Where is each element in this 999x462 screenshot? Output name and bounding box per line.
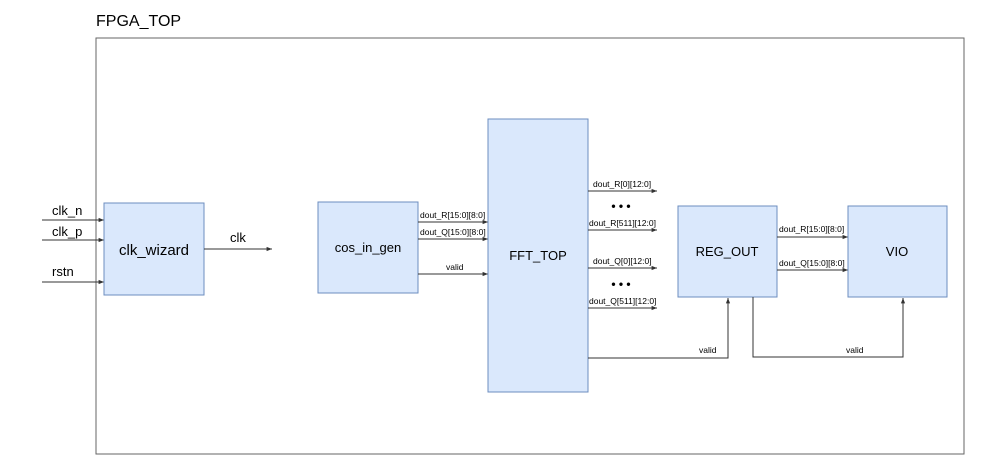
clk-wizard-block	[103, 202, 205, 296]
cos-in-gen-block	[317, 201, 419, 294]
clk-p-label: clk_p	[52, 224, 82, 239]
reg-out-label: REG_OUT	[696, 244, 759, 259]
cos-in-gen-label: cos_in_gen	[335, 240, 402, 255]
ellipsis-r: • • •	[611, 199, 630, 213]
vio-label: VIO	[886, 244, 908, 259]
cos-valid-label: valid	[446, 262, 464, 272]
reg-dout-r-label: dout_R[15:0][8:0]	[779, 224, 844, 234]
fft-dout-q0-label: dout_Q[0][12:0]	[593, 256, 652, 266]
fft-dout-r511-label: dout_R[511][12:0]	[589, 218, 656, 228]
fft-dout-r0-label: dout_R[0][12:0]	[593, 179, 651, 189]
fft-top-label: FFT_TOP	[509, 248, 567, 263]
fft-valid-label: valid	[699, 345, 717, 355]
clk-wizard-label: clk_wizard	[119, 242, 189, 259]
reg-valid-label: valid	[846, 345, 864, 355]
ellipsis-q: • • •	[611, 277, 630, 291]
container-title: FPGA_TOP	[96, 13, 181, 30]
fft-valid-wire	[588, 298, 731, 359]
cos-dout-q-label: dout_Q[15:0][8:0]	[420, 227, 486, 237]
reg-dout-q-label: dout_Q[15:0][8:0]	[779, 258, 845, 268]
clk-label: clk	[230, 230, 246, 245]
reg-valid-wire	[752, 297, 906, 358]
reg-out-block	[677, 205, 778, 298]
fft-dout-q511-label: dout_Q[511][12:0]	[589, 296, 656, 306]
cos-dout-r-label: dout_R[15:0][8:0]	[420, 210, 485, 220]
clk-n-label: clk_n	[52, 203, 82, 218]
vio-block	[847, 205, 948, 298]
fpga-top-container	[95, 37, 965, 455]
fft-top-block	[487, 118, 589, 393]
rstn-label: rstn	[52, 264, 74, 279]
